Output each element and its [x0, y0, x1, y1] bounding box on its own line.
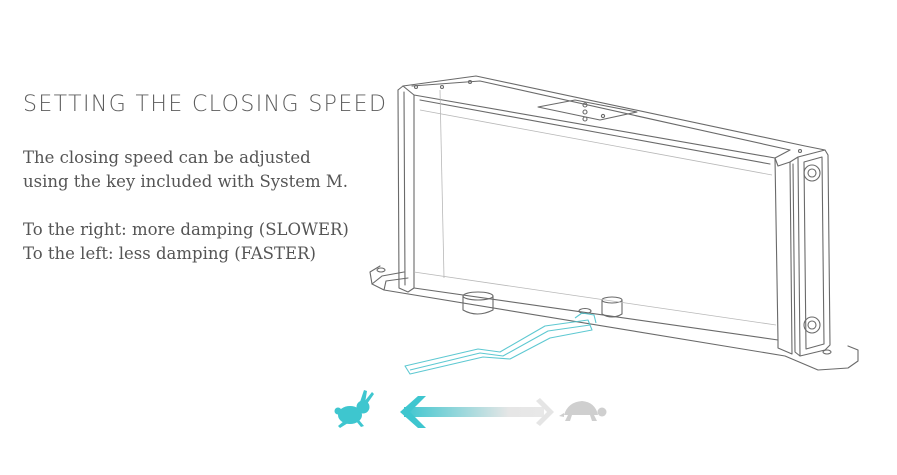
base-flange: [369, 265, 859, 371]
description-line-key: using the key included with System M.: [23, 172, 349, 191]
description-line-adjustable: The closing speed can be adjusted: [23, 148, 311, 167]
end-cap-screw-top: [803, 164, 821, 182]
housing-right-end: [774, 149, 831, 357]
top-access-panel: [537, 99, 638, 121]
rabbit-icon: [334, 390, 374, 428]
end-cap-screw-bottom: [803, 316, 821, 334]
housing-left-end: [397, 85, 415, 293]
arrow-left-icon: [400, 396, 554, 428]
page-title: SETTING THE CLOSING SPEED: [23, 92, 388, 117]
housing-top-edge: [397, 75, 826, 151]
description: The closing speed can be adjusted using …: [23, 146, 349, 266]
description-line-right-slower: To the right: more damping (SLOWER): [23, 220, 349, 239]
speed-indicator: [334, 390, 607, 428]
housing-front-face: [413, 94, 791, 159]
bottom-knob: [462, 295, 494, 315]
description-line-left-faster: To the left: less damping (FASTER): [23, 244, 316, 263]
turtle-icon: [559, 401, 607, 421]
adjustment-key: [404, 312, 597, 375]
